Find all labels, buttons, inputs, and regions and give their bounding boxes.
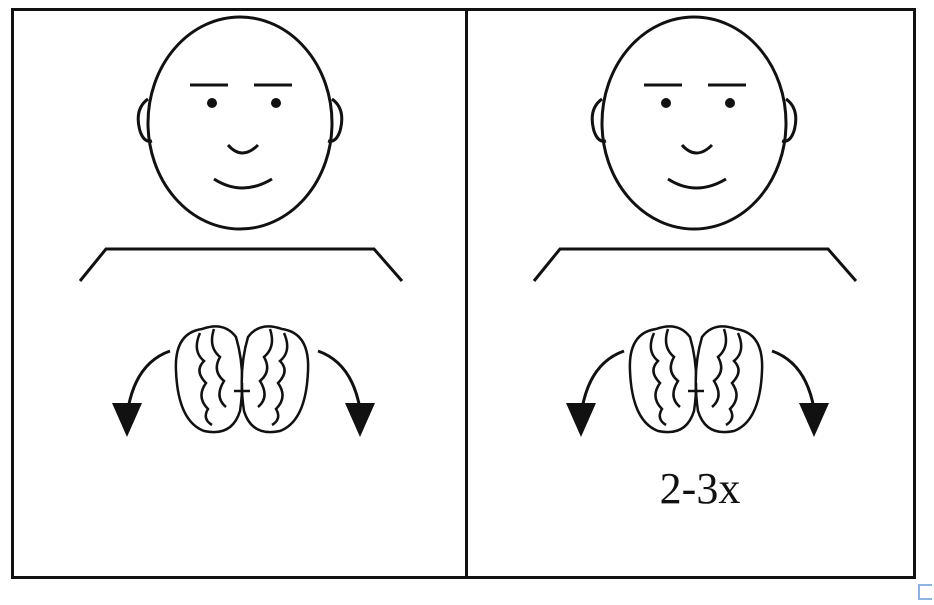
curved-arrow-down-icon	[112, 349, 171, 437]
sign-panel-start	[14, 11, 465, 576]
curved-arrow-down-icon	[566, 349, 625, 437]
curved-arrow-down-icon	[317, 349, 375, 437]
shoulders-icon	[532, 247, 858, 282]
signer-figure	[532, 15, 858, 437]
head-icon	[590, 15, 798, 231]
head-icon	[136, 15, 344, 231]
curved-arrow-down-icon	[771, 349, 829, 437]
repeat-count-label: 2-3x	[659, 464, 741, 513]
fists-icon	[628, 325, 764, 434]
sign-panel-repeat: 2-3x	[465, 11, 916, 576]
signer-figure	[78, 15, 404, 437]
fists-icon	[174, 325, 310, 434]
sign-illustration-frame: 2-3x	[11, 8, 916, 579]
selection-handle[interactable]	[918, 584, 932, 600]
shoulders-icon	[78, 247, 404, 282]
